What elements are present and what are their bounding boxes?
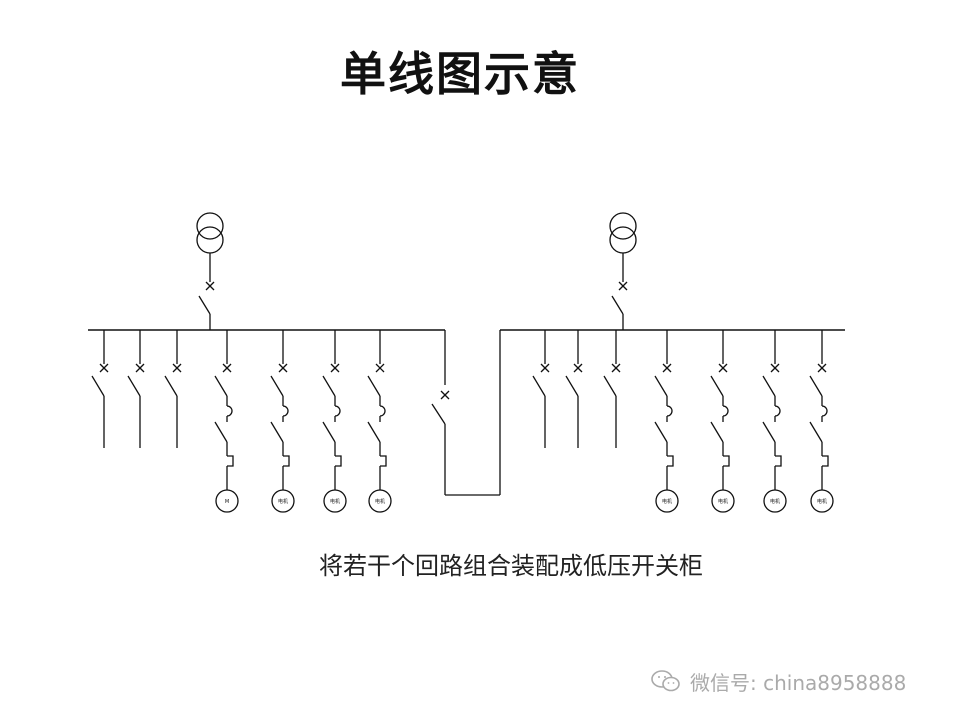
motor-label: 电机 xyxy=(718,498,728,505)
motor-label: 电机 xyxy=(375,498,385,505)
motor-icon xyxy=(711,489,735,513)
motor-icon xyxy=(655,489,679,513)
transformer-icon-right xyxy=(609,212,637,330)
motor-icon xyxy=(763,489,787,513)
motor-circuit xyxy=(214,330,239,513)
motor-label: 电机 xyxy=(817,498,827,505)
motor-circuit-group-right xyxy=(654,330,834,513)
feeder-group-right xyxy=(532,330,621,448)
feeder xyxy=(164,330,182,448)
motor-circuit xyxy=(654,330,679,513)
motor-circuit-group-left xyxy=(214,330,392,513)
motor-circuit xyxy=(710,330,735,513)
motor-label: 电机 xyxy=(278,498,288,505)
page-title: 单线图示意 xyxy=(340,47,580,101)
motor-label: M xyxy=(225,499,229,505)
motor-icon xyxy=(810,489,834,513)
bus-coupler-breaker xyxy=(431,330,501,496)
feeder xyxy=(565,330,583,448)
motor-icon xyxy=(271,489,295,513)
motor-circuit xyxy=(270,330,295,513)
feeder xyxy=(127,330,145,448)
feeder-group-left xyxy=(91,330,182,448)
caption: 将若干个回路组合装配成低压开关柜 xyxy=(319,552,703,580)
watermark: 微信号: china8958888 xyxy=(650,664,950,698)
motor-icon xyxy=(323,489,347,513)
motor-circuit xyxy=(322,330,347,513)
watermark-text: 微信号: china8958888 xyxy=(690,670,907,695)
motor-label: 电机 xyxy=(770,498,780,505)
motor-circuit xyxy=(762,330,787,513)
motor-label: 电机 xyxy=(330,498,340,505)
motor-circuit xyxy=(367,330,392,513)
feeder xyxy=(603,330,621,448)
motor-icon xyxy=(368,489,392,513)
motor-circuit xyxy=(809,330,834,513)
motor-label: 电机 xyxy=(662,498,672,505)
motor-icon xyxy=(215,489,239,513)
feeder xyxy=(532,330,550,448)
transformer-icon-left xyxy=(196,212,224,330)
feeder xyxy=(91,330,109,448)
wechat-icon xyxy=(651,670,680,692)
